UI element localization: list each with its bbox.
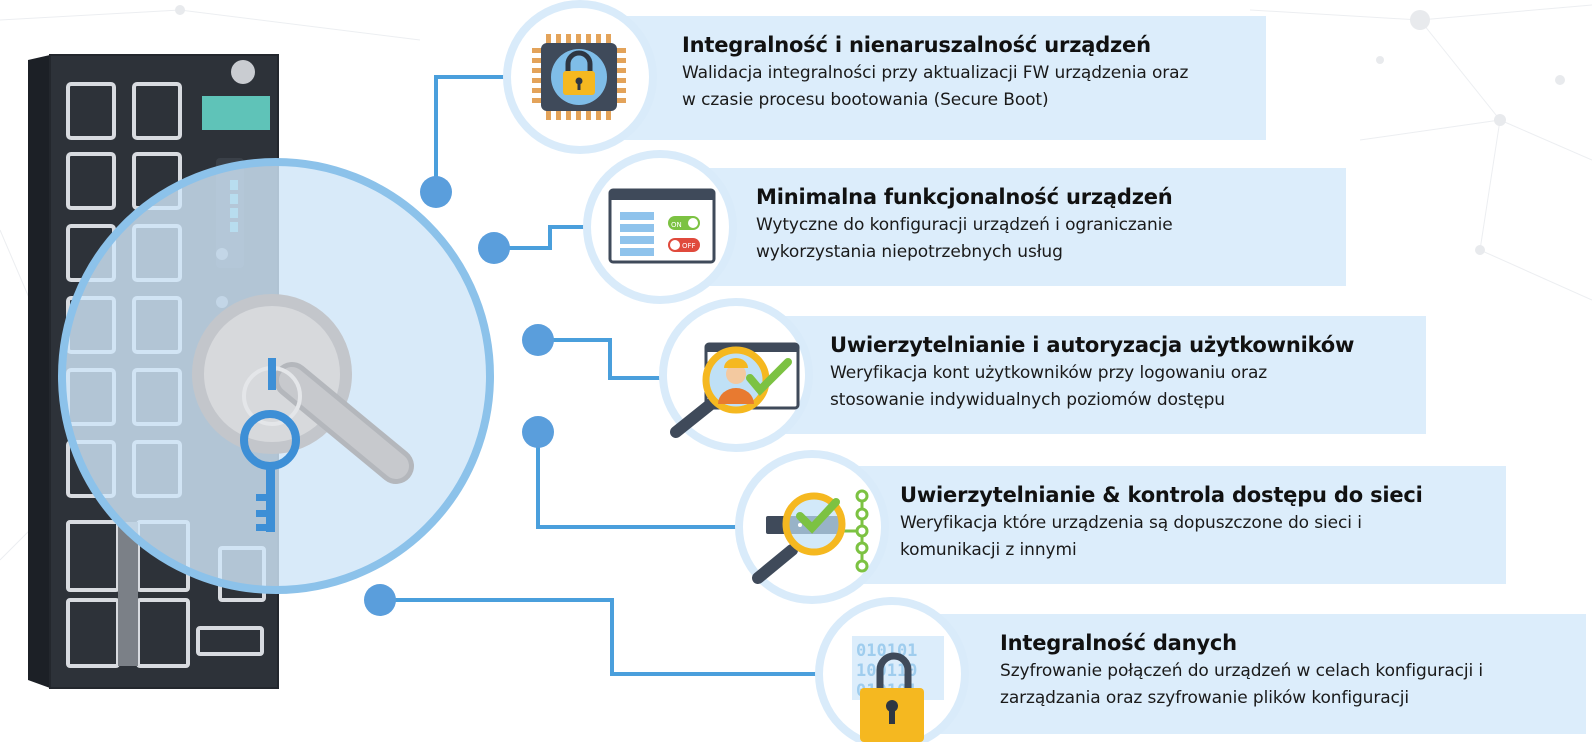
key-icon xyxy=(240,410,300,532)
chip-lock-icon xyxy=(503,0,657,154)
connector-node-3 xyxy=(522,324,554,356)
feature-panel-3: Uwierzytelnianie i autoryzacja użytkowni… xyxy=(730,316,1426,434)
connector-lines xyxy=(380,75,826,676)
feature-description: Weryfikacja kont użytkowników przy logow… xyxy=(830,363,1268,410)
feature-description: Szyfrowanie połączeń do urządzeń w celac… xyxy=(1000,661,1484,708)
connector-node-2 xyxy=(478,232,510,264)
feature-panel-2: Minimalna funkcjonalność urządzeń Wytycz… xyxy=(654,168,1346,286)
switch-on-label: ON xyxy=(671,221,682,229)
feature-title: Uwierzytelnianie & kontrola dostępu do s… xyxy=(900,483,1423,507)
feature-panel-4: Uwierzytelnianie & kontrola dostępu do s… xyxy=(810,466,1506,584)
connector-node-4 xyxy=(522,416,554,448)
feature-description: Wytyczne do konfiguracji urządzeń i ogra… xyxy=(756,215,1173,262)
binary-padlock-icon: 010101 100110 010101 xyxy=(815,597,969,742)
feature-title: Minimalna funkcjonalność urządzeń xyxy=(756,185,1173,209)
padlock-handle-icon xyxy=(192,294,414,484)
on-off-settings-icon: ON OFF xyxy=(583,150,737,304)
feature-panel-1: Integralność i nienaruszalność urządzeń … xyxy=(576,16,1266,140)
connector-node-1 xyxy=(420,176,452,208)
switch-off-label: OFF xyxy=(682,242,696,250)
user-magnifier-check-icon xyxy=(659,298,813,452)
feature-title: Integralność i nienaruszalność urządzeń xyxy=(682,33,1151,57)
feature-description: Weryfikacja które urządzenia są dopuszcz… xyxy=(900,513,1362,560)
network-magnifier-check-icon xyxy=(735,450,889,604)
connector-node-5 xyxy=(364,584,396,616)
feature-description: Walidacja integralności przy aktualizacj… xyxy=(682,63,1189,110)
feature-title: Uwierzytelnianie i autoryzacja użytkowni… xyxy=(830,333,1355,357)
binary-row-2: 100110 xyxy=(856,661,917,681)
feature-panel-5: Integralność danych Szyfrowanie połączeń… xyxy=(890,614,1586,734)
feature-title: Integralność danych xyxy=(1000,631,1237,655)
